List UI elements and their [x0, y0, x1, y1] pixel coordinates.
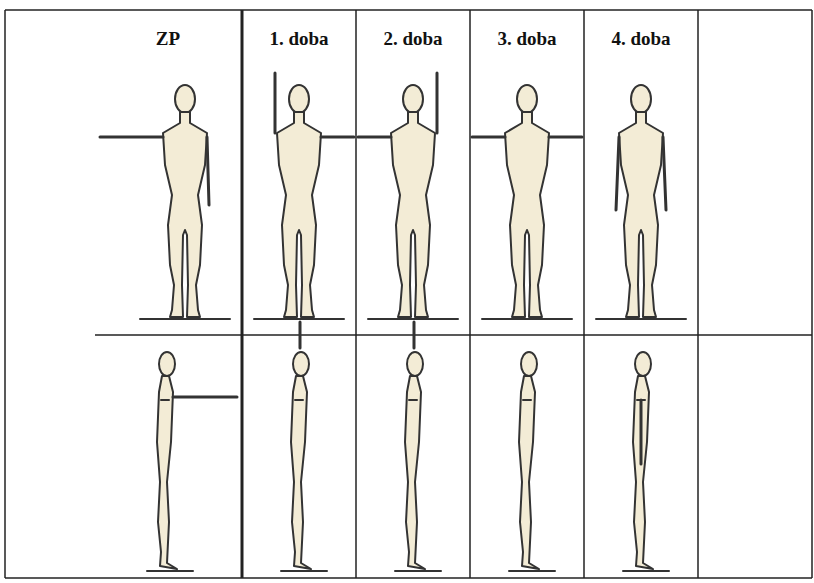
table-grid [5, 10, 812, 578]
column-header: 2. doba [383, 28, 442, 50]
figure-front-2 [358, 73, 458, 319]
figure-side-2 [395, 322, 441, 571]
figure-side-3 [509, 352, 555, 571]
figure-side-1 [281, 322, 327, 571]
figure-front-3 [472, 85, 582, 319]
figure-front-zp [100, 85, 230, 319]
figure-side-zp [147, 352, 237, 571]
column-header: 1. doba [269, 28, 328, 50]
figure-front-1 [254, 73, 354, 319]
figure-side-4 [623, 352, 669, 571]
figure-front-4 [596, 85, 686, 319]
column-header: 3. doba [497, 28, 556, 50]
column-header: 4. doba [611, 28, 670, 50]
column-header: ZP [156, 28, 180, 50]
